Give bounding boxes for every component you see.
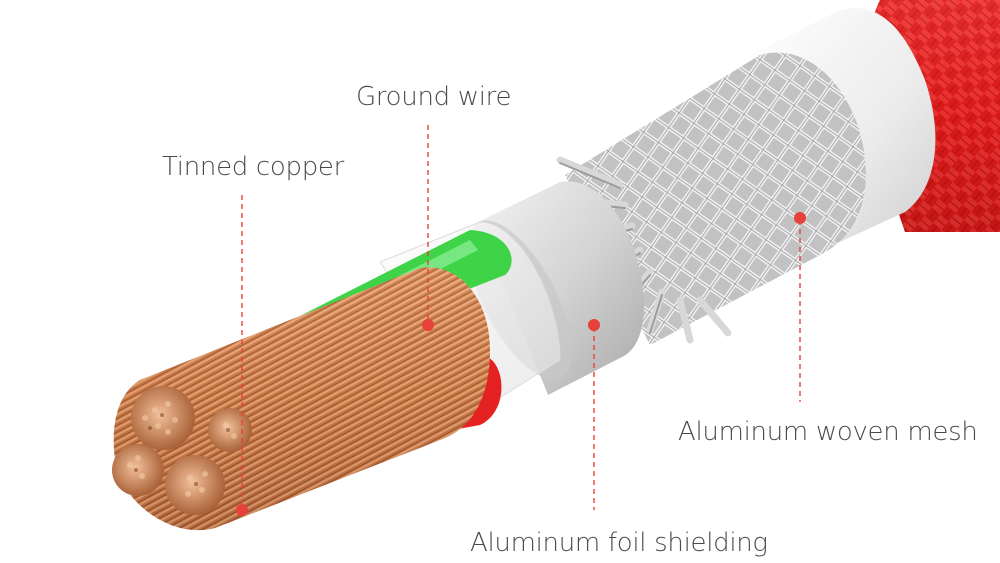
tinned-copper-strands bbox=[112, 267, 490, 531]
label-ground-wire: Ground wire bbox=[356, 82, 512, 112]
label-tinned-copper: Tinned copper bbox=[162, 152, 345, 182]
callout-leaders bbox=[241, 125, 801, 510]
label-aluminum-foil-shielding: Aluminum foil shielding bbox=[470, 528, 768, 558]
dot-woven-mesh bbox=[794, 212, 806, 224]
dot-foil-shielding bbox=[588, 319, 600, 331]
dot-ground-wire bbox=[422, 319, 434, 331]
label-aluminum-woven-mesh: Aluminum woven mesh bbox=[678, 417, 978, 447]
callout-dots bbox=[236, 212, 806, 516]
dot-tinned-copper bbox=[236, 504, 248, 516]
